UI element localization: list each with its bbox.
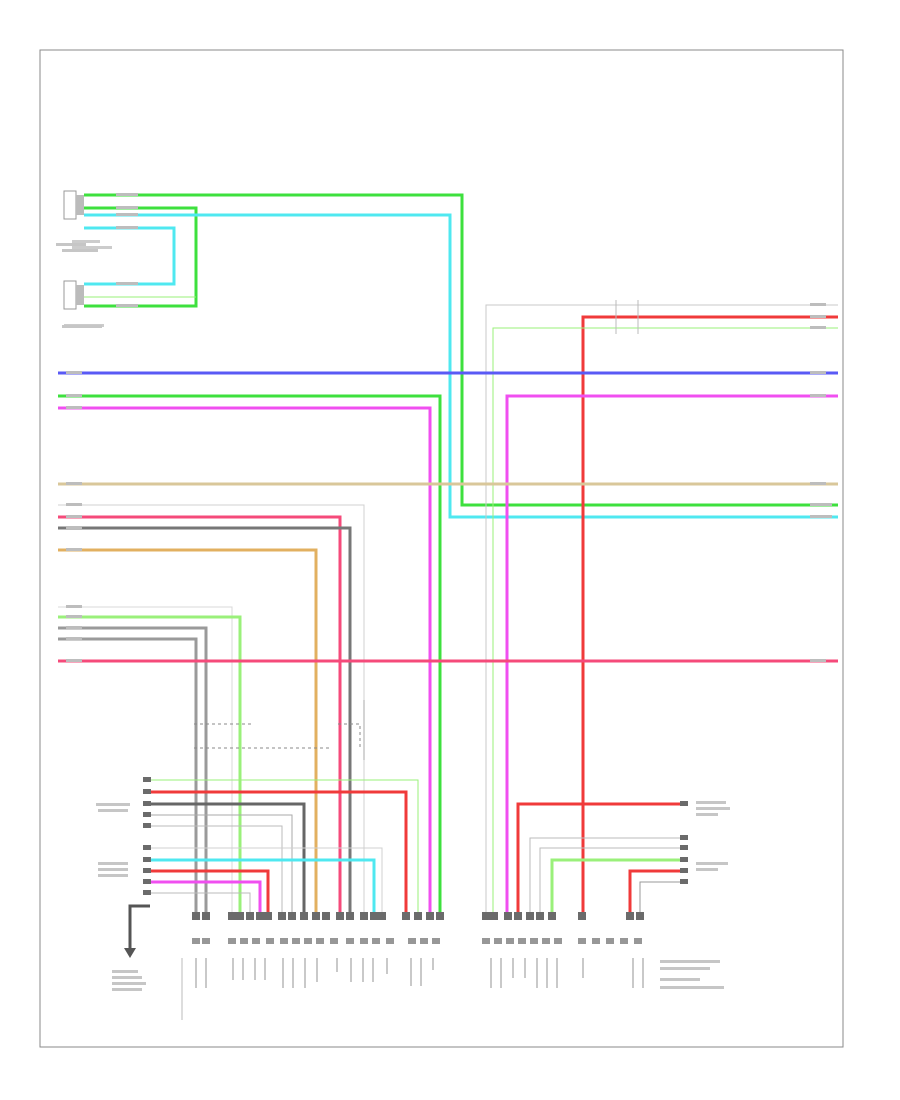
wire-magenta-mid [58, 406, 432, 916]
ground-wire [128, 904, 150, 950]
wire-color-label-marks [66, 193, 832, 662]
wire-red-bottom-right-2 [628, 869, 680, 916]
left-connector-pins [143, 777, 151, 895]
wire-red-top-right [581, 315, 838, 916]
wire-light-green-top-right [492, 327, 838, 916]
wire-green-mid [58, 394, 442, 916]
dashed-splice-2 [338, 723, 361, 748]
main-unit-connector-pins-row2 [192, 938, 642, 944]
pin-name-marks [195, 958, 644, 988]
wire-light-green-group2 [58, 615, 242, 916]
dashed-splice-1 [194, 723, 332, 749]
wire-orange-group1 [58, 548, 318, 916]
wire-gray-group2b [58, 637, 198, 916]
wire-gray-group1 [58, 526, 352, 916]
wire-green-speaker-right-1 [84, 193, 838, 507]
right-connector-pins [680, 801, 688, 884]
wire-magenta-lowB [150, 880, 262, 916]
wire-gray-low-2 [150, 825, 283, 916]
wire-cyan-lowB [150, 858, 376, 916]
wire-gray-bottom-right-2 [539, 847, 680, 916]
diagram-frame [39, 49, 844, 1048]
wire-light-green-low [150, 779, 419, 916]
wire-gray-top-right [485, 304, 838, 916]
wire-pink-group1 [58, 515, 342, 916]
wire-cyan-speaker-right-3 [84, 213, 838, 519]
wire-red-lowB [150, 869, 270, 916]
wire-gray-bottom-right-3 [639, 881, 680, 916]
ground-arrow-icon [124, 948, 136, 958]
wire-gray-lowB [150, 892, 251, 916]
right-speaker [63, 190, 112, 249]
wire-gray-group2a [58, 626, 208, 916]
wire-magenta-right [505, 394, 838, 916]
wire-light-gray-lowB [150, 847, 383, 916]
wire-red-bottom-right [516, 802, 680, 916]
wire-gray-bottom-right-1 [529, 837, 680, 916]
wire-red-low [150, 790, 408, 916]
wire-green-speaker-right-2 [84, 206, 198, 308]
wire-gray-splice-top [615, 300, 639, 334]
left-speaker [63, 280, 104, 327]
wire-light-gray-group2 [58, 606, 233, 916]
component-caption-marks [56, 243, 730, 991]
wire-light-gray-group1 [58, 504, 365, 916]
wire-light-green-bottom-right [550, 858, 680, 916]
wire-gray-low-1 [150, 814, 293, 916]
wire-dark-gray-low [150, 802, 306, 916]
main-unit-connector-pins [192, 912, 644, 920]
wire-cyan-speaker-right-4 [84, 226, 176, 286]
